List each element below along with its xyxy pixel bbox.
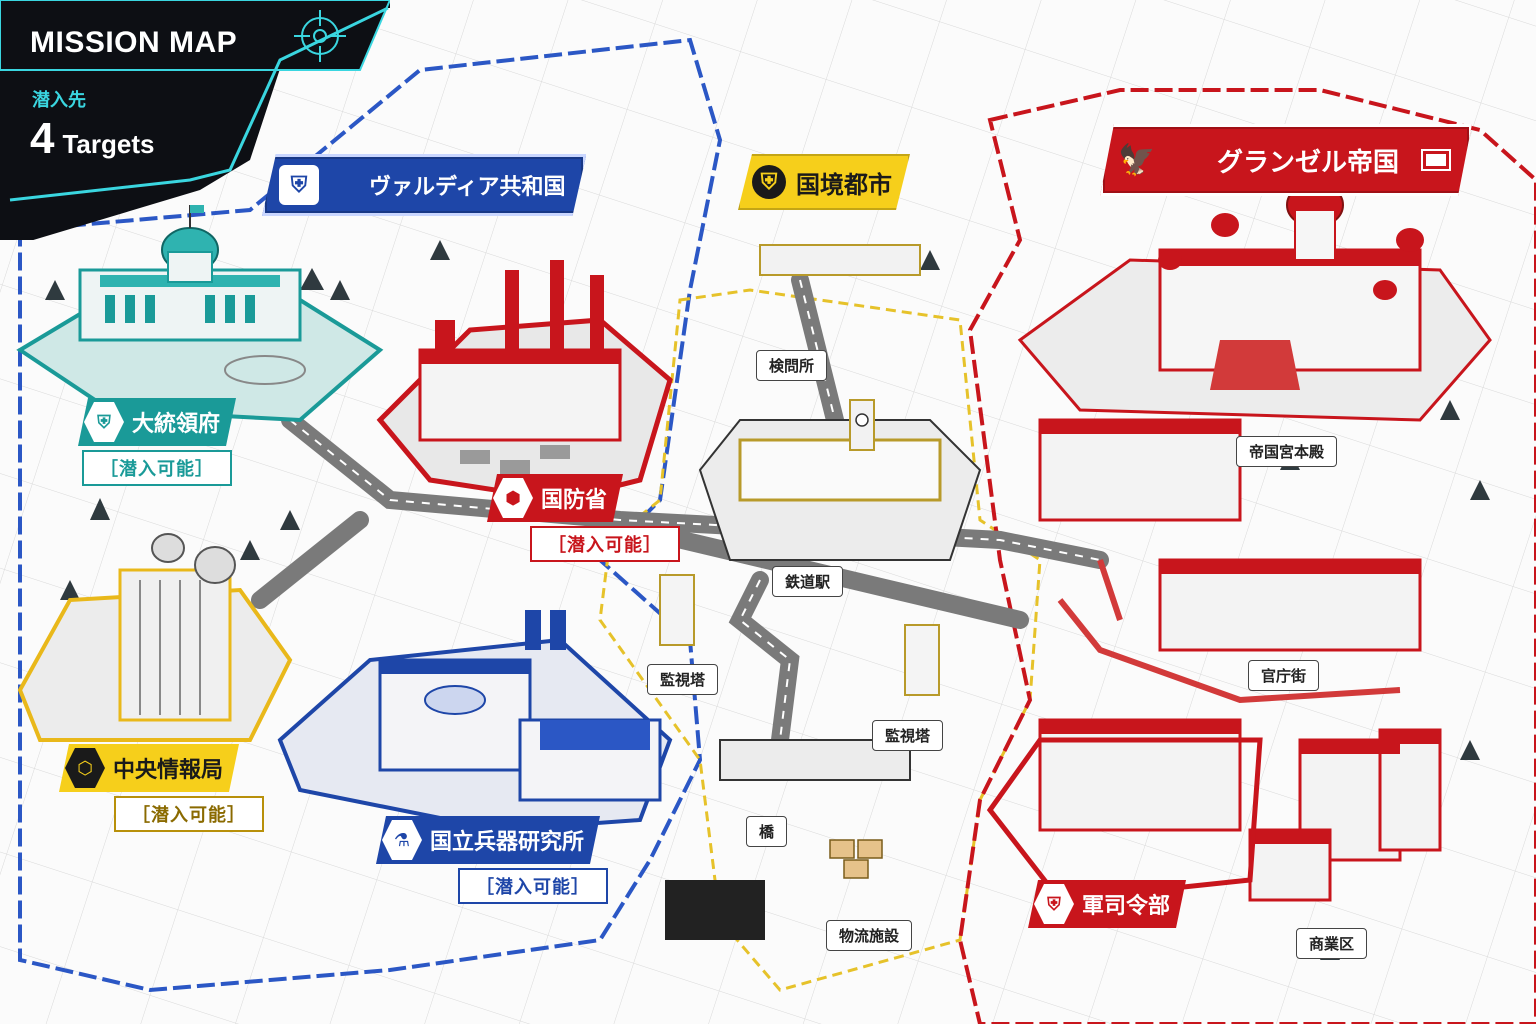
target-count-label: Targets bbox=[62, 129, 155, 159]
empire-name: グランゼル帝国 bbox=[1217, 147, 1400, 178]
poi-palace[interactable]: 帝国宮本殿 bbox=[1236, 436, 1338, 467]
shield-icon: ⛨ bbox=[279, 165, 319, 205]
shadow-block bbox=[665, 880, 765, 940]
faction-banner-border-city: ⛨ 国境都市 bbox=[738, 154, 910, 210]
target-weapons-status: ［潜入可能］ bbox=[458, 868, 608, 904]
border-city-structures bbox=[659, 244, 982, 879]
target-command-name: 軍司令部 bbox=[1082, 894, 1171, 919]
poi-commerce[interactable]: 商業区 bbox=[1296, 928, 1368, 959]
target-command[interactable]: ⛨ 軍司令部 bbox=[1028, 880, 1186, 928]
border-city-name: 国境都市 bbox=[796, 170, 892, 199]
poi-bridge[interactable]: 橋 bbox=[746, 816, 788, 847]
target-defense[interactable]: ⬢ 国防省 ［潜入可能］ bbox=[430, 474, 680, 562]
shield-icon: ⛨ bbox=[84, 402, 124, 442]
target-intel[interactable]: ⬡ 中央情報局 ［潜入可能］ bbox=[34, 744, 264, 832]
empire-roofs bbox=[1040, 420, 1440, 844]
shield-icon: ⛨ bbox=[1034, 884, 1074, 924]
intel-complex bbox=[17, 533, 293, 742]
hud-subtitle: 潜入先 bbox=[32, 90, 86, 111]
poi-station[interactable]: 鉄道駅 bbox=[772, 566, 844, 597]
hud-title: MISSION MAP bbox=[30, 26, 238, 59]
faction-banner-republic: ⛨ ヴァルディア共和国 bbox=[262, 154, 586, 216]
target-intel-name: 中央情報局 bbox=[112, 758, 223, 783]
president-complex bbox=[16, 205, 384, 423]
border-city-region bbox=[598, 288, 1042, 992]
defense-complex bbox=[376, 260, 673, 503]
target-weapons-name: 国立兵器研究所 bbox=[429, 830, 584, 855]
target-hex-icon: ⬡ bbox=[65, 748, 105, 788]
poi-logistics[interactable]: 物流施設 bbox=[826, 920, 913, 951]
target-command-head[interactable]: ⛨ 軍司令部 bbox=[1028, 880, 1186, 928]
target-weapons-head[interactable]: ⚗ 国立兵器研究所 bbox=[376, 816, 600, 864]
target-intel-status: ［潜入可能］ bbox=[114, 796, 264, 832]
target-president-head[interactable]: ⛨ 大統領府 bbox=[78, 398, 236, 446]
palace-complex bbox=[1017, 182, 1492, 422]
crosshair-icon bbox=[294, 10, 346, 62]
target-weapons[interactable]: ⚗ 国立兵器研究所 ［潜入可能］ bbox=[368, 816, 608, 904]
weapons-complex bbox=[277, 610, 673, 833]
target-defense-status: ［潜入可能］ bbox=[530, 526, 680, 562]
gear-shield-icon: ⬢ bbox=[493, 478, 533, 518]
target-defense-name: 国防省 bbox=[540, 488, 607, 513]
eagle-icon: 🦅 bbox=[1118, 142, 1156, 178]
poi-watchtower-left[interactable]: 監視塔 bbox=[647, 664, 719, 695]
empire-flag-icon bbox=[1421, 149, 1451, 171]
target-president-name: 大統領府 bbox=[132, 412, 221, 437]
poi-government[interactable]: 官庁街 bbox=[1248, 660, 1320, 691]
shield-icon: ⛨ bbox=[752, 165, 786, 199]
republic-name: ヴァルディア共和国 bbox=[369, 175, 566, 200]
target-count-number: 4 bbox=[30, 114, 55, 163]
empire-roads bbox=[1057, 559, 1401, 704]
flask-icon: ⚗ bbox=[382, 820, 422, 860]
poi-watchtower-right[interactable]: 監視塔 bbox=[872, 720, 944, 751]
target-president[interactable]: ⛨ 大統領府 ［潜入可能］ bbox=[78, 398, 236, 486]
target-president-status: ［潜入可能］ bbox=[82, 450, 232, 486]
republic-border bbox=[18, 37, 723, 993]
target-intel-head[interactable]: ⬡ 中央情報局 bbox=[59, 744, 239, 792]
target-defense-head[interactable]: ⬢ 国防省 bbox=[487, 474, 623, 522]
faction-banner-empire: 🦅 グランゼル帝国 bbox=[1100, 124, 1472, 196]
poi-checkpoint[interactable]: 検問所 bbox=[756, 350, 828, 381]
empire-border bbox=[957, 88, 1536, 1024]
